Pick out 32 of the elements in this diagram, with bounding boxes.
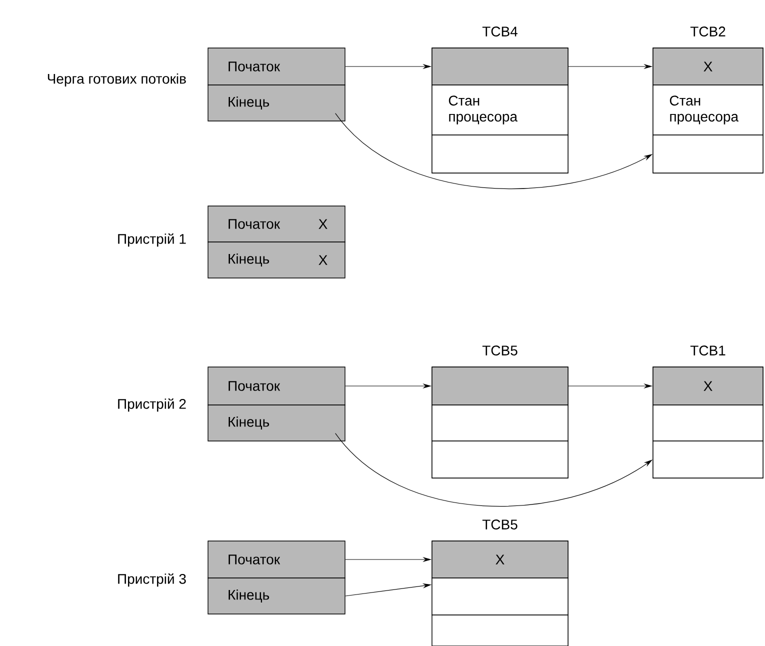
tcb-field: X: [652, 366, 764, 406]
tcb-field: Стан процесора: [432, 84, 568, 136]
tcb-field: [432, 440, 568, 478]
tcb-field: [432, 134, 568, 174]
queue-cell: Кінець: [208, 404, 346, 442]
node-label: TCB1: [690, 346, 726, 356]
tcb-field: [652, 440, 764, 478]
queue-name: Пристрій 3: [118, 573, 186, 587]
tcb-field: [432, 614, 568, 646]
tcb-field: X: [652, 48, 764, 86]
node-label: TCB5: [482, 346, 518, 356]
tcb-field: [432, 366, 568, 406]
queue-cell: Початок: [208, 48, 346, 86]
tcb-field: [432, 48, 568, 86]
node-label: TCB2: [690, 26, 726, 36]
node-label: TCB5: [482, 520, 518, 530]
tcb-field: [652, 404, 764, 442]
queue-cell: Початок X: [208, 206, 346, 242]
tcb-field: Стан процесора: [652, 84, 764, 136]
tcb-field: X: [432, 540, 568, 578]
queue-cell: Початок: [208, 540, 346, 578]
tcb-field: [652, 134, 764, 174]
tcb-field: [432, 404, 568, 442]
tcb-field: [432, 578, 568, 616]
queue-cell: Кінець: [208, 578, 346, 614]
queue-name: Черга готових потоків: [48, 73, 186, 87]
queue-cell: Початок: [208, 366, 346, 406]
queue-cell: Кінець X: [208, 242, 346, 278]
queue-name: Пристрій 1: [118, 233, 186, 247]
queue-cell: Кінець: [208, 84, 346, 122]
node-label: TCB4: [482, 26, 518, 36]
queue-name: Пристрій 2: [118, 398, 186, 412]
